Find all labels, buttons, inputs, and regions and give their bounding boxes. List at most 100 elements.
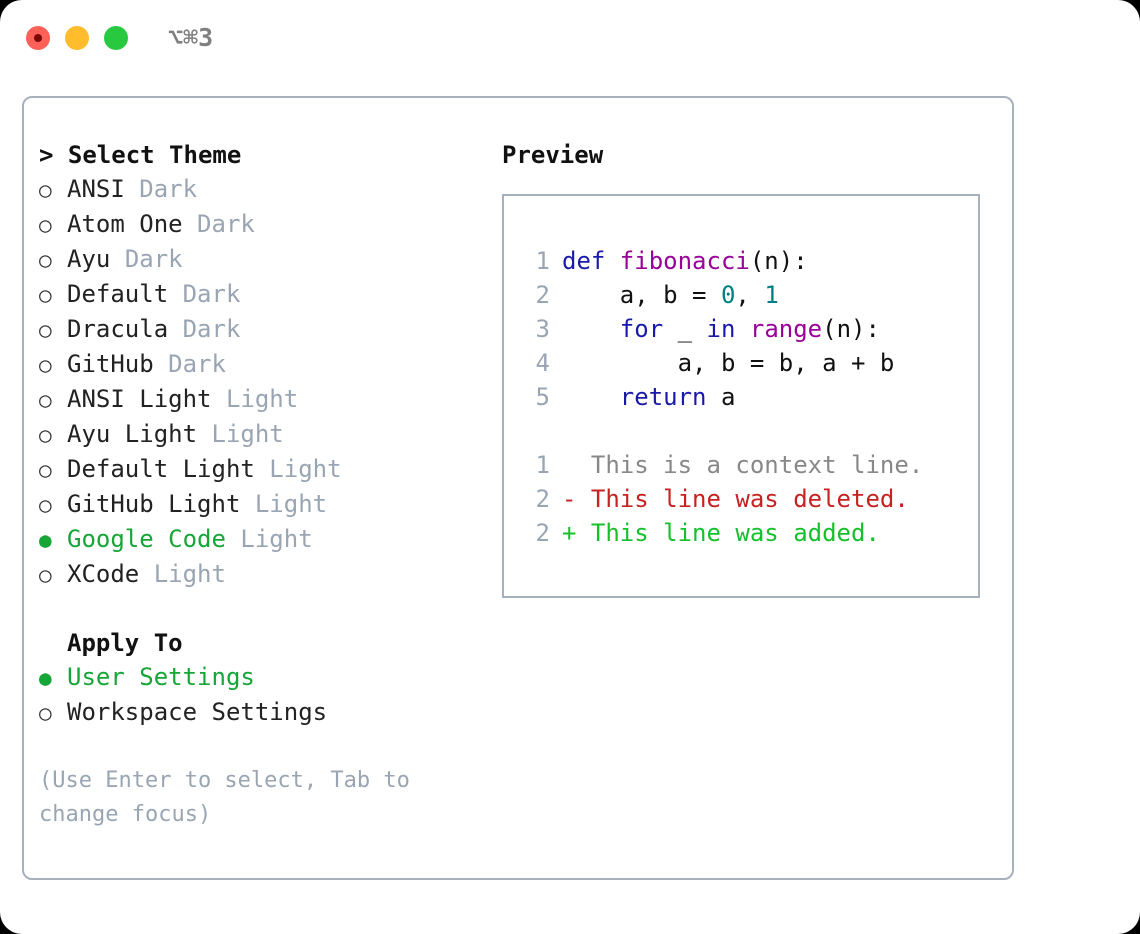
diff-line-added: 2 + This line was added. [504, 516, 978, 550]
radio-icon: ○ [39, 283, 52, 307]
code-token [735, 315, 749, 343]
code-content: for _ in range(n): [562, 312, 880, 346]
radio-icon: ○ [39, 701, 52, 725]
theme-option-label: Google Code [67, 525, 226, 553]
apply-to-option-workspace-settings[interactable]: ○ Workspace Settings [39, 695, 499, 730]
code-content: a, b = 0, 1 [562, 278, 779, 312]
minimize-button[interactable] [65, 26, 89, 50]
theme-option-google-code[interactable]: ● Google Code Light [39, 522, 499, 557]
theme-option-variant-text: Dark [168, 350, 226, 378]
theme-option-variant-text: Dark [182, 280, 241, 308]
theme-option-list: ○ ANSI Dark ○ Atom One Dark ○ Ayu Dark [39, 172, 499, 592]
code-token: return [619, 383, 707, 411]
code-content: def fibonacci(n): [562, 244, 808, 278]
code-token: (n): [749, 247, 808, 275]
diff-sample: 1 This is a context line. 2 - This line … [504, 448, 978, 550]
radio-icon-selected: ● [39, 666, 52, 690]
theme-option-dracula-dark[interactable]: ○ Dracula Dark [39, 312, 499, 347]
theme-option-default-dark[interactable]: ○ Default Dark [39, 277, 499, 312]
apply-to-option-label: Workspace Settings [67, 698, 328, 726]
theme-option-default-light[interactable]: ○ Default Light Light [39, 452, 499, 487]
preview-column: Preview 1 def fibonacci(n): 2 a, b = 0, … [502, 138, 1002, 598]
theme-option-variant-text: Light [240, 525, 313, 553]
code-content: a, b = b, a + b [562, 346, 895, 380]
traffic-light-buttons [26, 26, 128, 50]
theme-option-github-dark[interactable]: ○ GitHub Dark [39, 347, 499, 382]
radio-icon: ○ [39, 318, 52, 342]
theme-option-xcode-light[interactable]: ○ XCode Light [39, 557, 499, 592]
apply-to-option-label: User Settings [67, 663, 255, 691]
preview-box: 1 def fibonacci(n): 2 a, b = 0, 1 3 for … [502, 194, 980, 598]
preview-title: Preview [502, 141, 604, 169]
theme-option-ansi-dark[interactable]: ○ ANSI Dark [39, 172, 499, 207]
theme-option-variant [226, 522, 240, 556]
theme-option-label: Default [67, 280, 169, 308]
line-number: 2 [535, 519, 550, 547]
code-token: a [706, 383, 736, 411]
theme-option-variant-text: Dark [197, 210, 255, 238]
theme-option-label: XCode [67, 560, 140, 588]
theme-option-ayu-light[interactable]: ○ Ayu Light Light [39, 417, 499, 452]
code-token: a, b = [562, 281, 721, 309]
theme-option-ayu-dark[interactable]: ○ Ayu Dark [39, 242, 499, 277]
code-line: 5 return a [504, 380, 978, 414]
theme-option-label: ANSI Light [67, 385, 212, 413]
line-number: 3 [535, 315, 550, 343]
theme-option-variant-text: Light [153, 560, 226, 588]
keyboard-hint-text: (Use Enter to select, Tab to change focu… [39, 768, 410, 827]
title-bar: ⌥⌘3 [0, 0, 1140, 78]
radio-icon: ○ [39, 423, 52, 447]
theme-option-variant-text: Light [225, 385, 299, 413]
diff-line-deleted: 2 - This line was deleted. [504, 482, 978, 516]
code-line: 4 a, b = b, a + b [504, 346, 978, 380]
radio-icon: ○ [39, 353, 52, 377]
theme-option-variant-text: Light [254, 490, 328, 518]
diff-line-context: 1 This is a context line. [504, 448, 978, 482]
radio-icon: ○ [39, 178, 52, 202]
window-shortcut-label: ⌥⌘3 [168, 23, 214, 52]
radio-icon-selected: ● [39, 528, 52, 552]
theme-option-label: Atom One [67, 210, 183, 238]
line-number: 4 [535, 349, 550, 377]
code-token [562, 315, 620, 343]
theme-option-variant-text: Light [269, 455, 342, 483]
radio-icon: ○ [39, 388, 52, 412]
theme-option-ansi-light[interactable]: ○ ANSI Light Light [39, 382, 499, 417]
line-number: 2 [535, 281, 550, 309]
theme-option-label: GitHub Light [67, 490, 241, 518]
code-content: return a [562, 380, 736, 414]
diff-marker: + [562, 519, 591, 547]
radio-icon: ○ [39, 213, 52, 237]
code-line: 2 a, b = 0, 1 [504, 278, 978, 312]
theme-option-label: Default Light [67, 455, 255, 483]
line-number: 2 [535, 485, 550, 513]
code-token: a, b = b, a + b [562, 349, 895, 377]
radio-icon: ○ [39, 493, 52, 517]
theme-option-atom-one-dark[interactable]: ○ Atom One Dark [39, 207, 499, 242]
code-token: , [735, 281, 765, 309]
maximize-button[interactable] [104, 26, 128, 50]
code-token: def [562, 247, 620, 275]
diff-marker [562, 448, 591, 482]
diff-text: This is a context line. [590, 451, 924, 479]
list-spacer [39, 592, 499, 626]
code-line: 3 for _ in range(n): [504, 312, 978, 346]
theme-option-label: Dracula [67, 315, 169, 343]
theme-option-variant [212, 382, 226, 416]
theme-option-label: ANSI [67, 175, 125, 203]
code-token: range [749, 315, 823, 343]
code-token: fibonacci [619, 247, 750, 275]
theme-option-variant [183, 207, 197, 241]
close-button[interactable] [26, 26, 50, 50]
apply-to-option-list: ● User Settings ○ Workspace Settings [39, 660, 499, 730]
radio-icon: ○ [39, 248, 52, 272]
theme-option-github-light[interactable]: ○ GitHub Light Light [39, 487, 499, 522]
diff-gap [504, 414, 978, 448]
apply-to-option-user-settings[interactable]: ● User Settings [39, 660, 499, 695]
theme-option-variant [168, 277, 182, 311]
code-token: (n): [822, 315, 880, 343]
apply-to-header: Apply To [67, 629, 183, 657]
theme-picker-column: > Select Theme ○ ANSI Dark ○ Atom One Da… [39, 138, 499, 832]
theme-option-variant-text: Dark [124, 245, 183, 273]
